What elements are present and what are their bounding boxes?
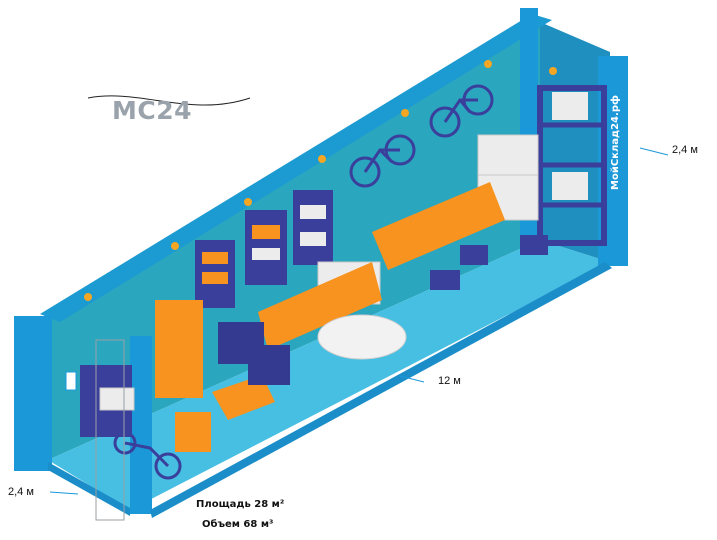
container-front-post bbox=[130, 336, 152, 514]
container-end-wall bbox=[540, 22, 610, 262]
orange-sofas bbox=[258, 182, 505, 350]
container-side-text: МойСклад24.рф bbox=[610, 95, 621, 190]
navy-cabinets bbox=[218, 322, 290, 385]
door-frame bbox=[95, 339, 125, 521]
container-left-post bbox=[14, 316, 52, 471]
bathtub bbox=[317, 314, 407, 360]
orange-furniture bbox=[155, 300, 275, 452]
dimension-lines bbox=[49, 147, 669, 495]
navy-shelves bbox=[80, 85, 607, 437]
wall-outlet bbox=[65, 371, 77, 391]
length-label: 12 м bbox=[438, 375, 461, 387]
container-top-rail bbox=[40, 14, 552, 322]
navy-chairs bbox=[430, 235, 548, 290]
wall-lamps bbox=[84, 60, 557, 301]
logo-swoosh bbox=[87, 95, 251, 106]
volume-label: Объем 68 м³ bbox=[202, 519, 274, 530]
area-label: Площадь 28 м² bbox=[196, 499, 285, 510]
height-label-left: 2,4 м bbox=[8, 486, 34, 498]
container-bottom-rail bbox=[48, 462, 130, 516]
bicycle-icon bbox=[113, 84, 494, 480]
logo-text: MC24 bbox=[112, 96, 193, 125]
container-bottom-rail-2 bbox=[150, 262, 612, 518]
height-label-right: 2,4 м bbox=[672, 144, 698, 156]
